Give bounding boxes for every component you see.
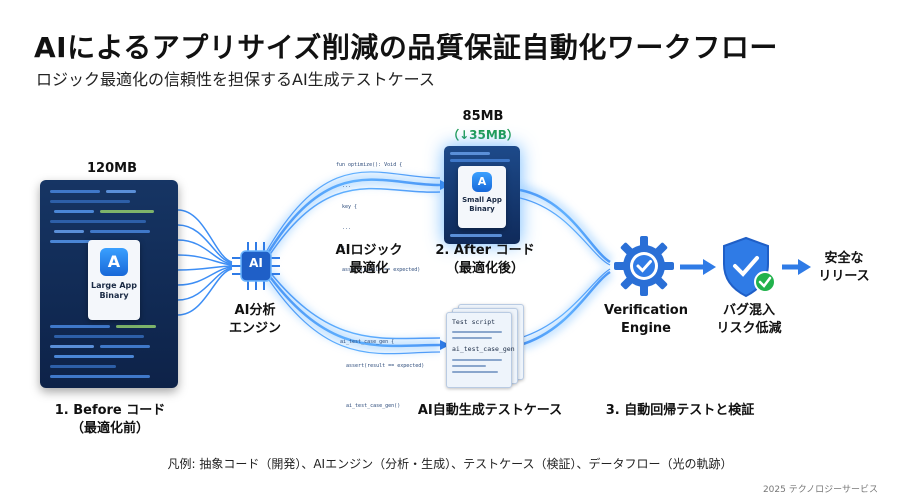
- arrow-right-icon: [782, 259, 811, 275]
- large-app-file-name: Large App Binary: [90, 281, 138, 300]
- optimization-label: AIロジック 最適化: [335, 243, 403, 276]
- copyright: 2025 テクノロジーサービス: [762, 485, 878, 495]
- test-code-snippet: ai_test_case_gen { assert(result == expe…: [340, 339, 425, 409]
- step-2-label: 2. After コード （最適化後）: [435, 243, 535, 276]
- shield-check-icon: [723, 236, 776, 298]
- app-store-icon: A: [472, 172, 492, 192]
- after-size: 85MB: [462, 109, 504, 124]
- risk-label: バグ混入 リスク低減: [716, 303, 782, 336]
- arrow-right-icon: [680, 259, 716, 275]
- gear-check-icon: [614, 236, 674, 296]
- ai-chip-icon: [232, 242, 280, 290]
- page-subtitle: ロジック最適化の信頼性を担保するAI生成テストケース: [36, 70, 435, 89]
- legend: 凡例: 抽象コード（開発）、AIエンジン（分析・生成）、テストケース（検証）、デ…: [167, 457, 733, 471]
- ai-chip-text: AI: [249, 256, 263, 270]
- size-reduction: （↓35MB）: [447, 128, 519, 142]
- verification-engine-label: Verification Engine: [603, 303, 688, 336]
- large-app-file: A Large App Binary: [88, 240, 140, 320]
- ai-engine-label: AI分析 エンジン: [228, 303, 281, 336]
- before-code-panel: A Large App Binary: [40, 180, 178, 388]
- release-label: 安全な リリース: [818, 251, 870, 284]
- small-app-file-name: Small App Binary: [462, 196, 502, 213]
- before-size: 120MB: [87, 161, 137, 176]
- test-sheet-front: Test script ai_test_case_gen: [446, 312, 515, 388]
- step-1-label: 1. Before コード （最適化前）: [54, 403, 166, 436]
- small-app-file: A Small App Binary: [458, 166, 506, 228]
- page-title: AIによるアプリサイズ削減の品質保証自動化ワークフロー: [34, 31, 778, 64]
- before-to-ai-connectors: [177, 209, 233, 316]
- flow-strands: [263, 171, 611, 355]
- tests-label: AI自動生成テストケース: [417, 403, 563, 418]
- after-code-panel: A Small App Binary: [444, 146, 520, 244]
- app-store-icon: A: [100, 248, 128, 276]
- step-3-label: 3. 自動回帰テストと検証: [605, 403, 755, 418]
- optimize-code-snippet: fun optimize(): Void { ... key { ... } a…: [336, 162, 421, 273]
